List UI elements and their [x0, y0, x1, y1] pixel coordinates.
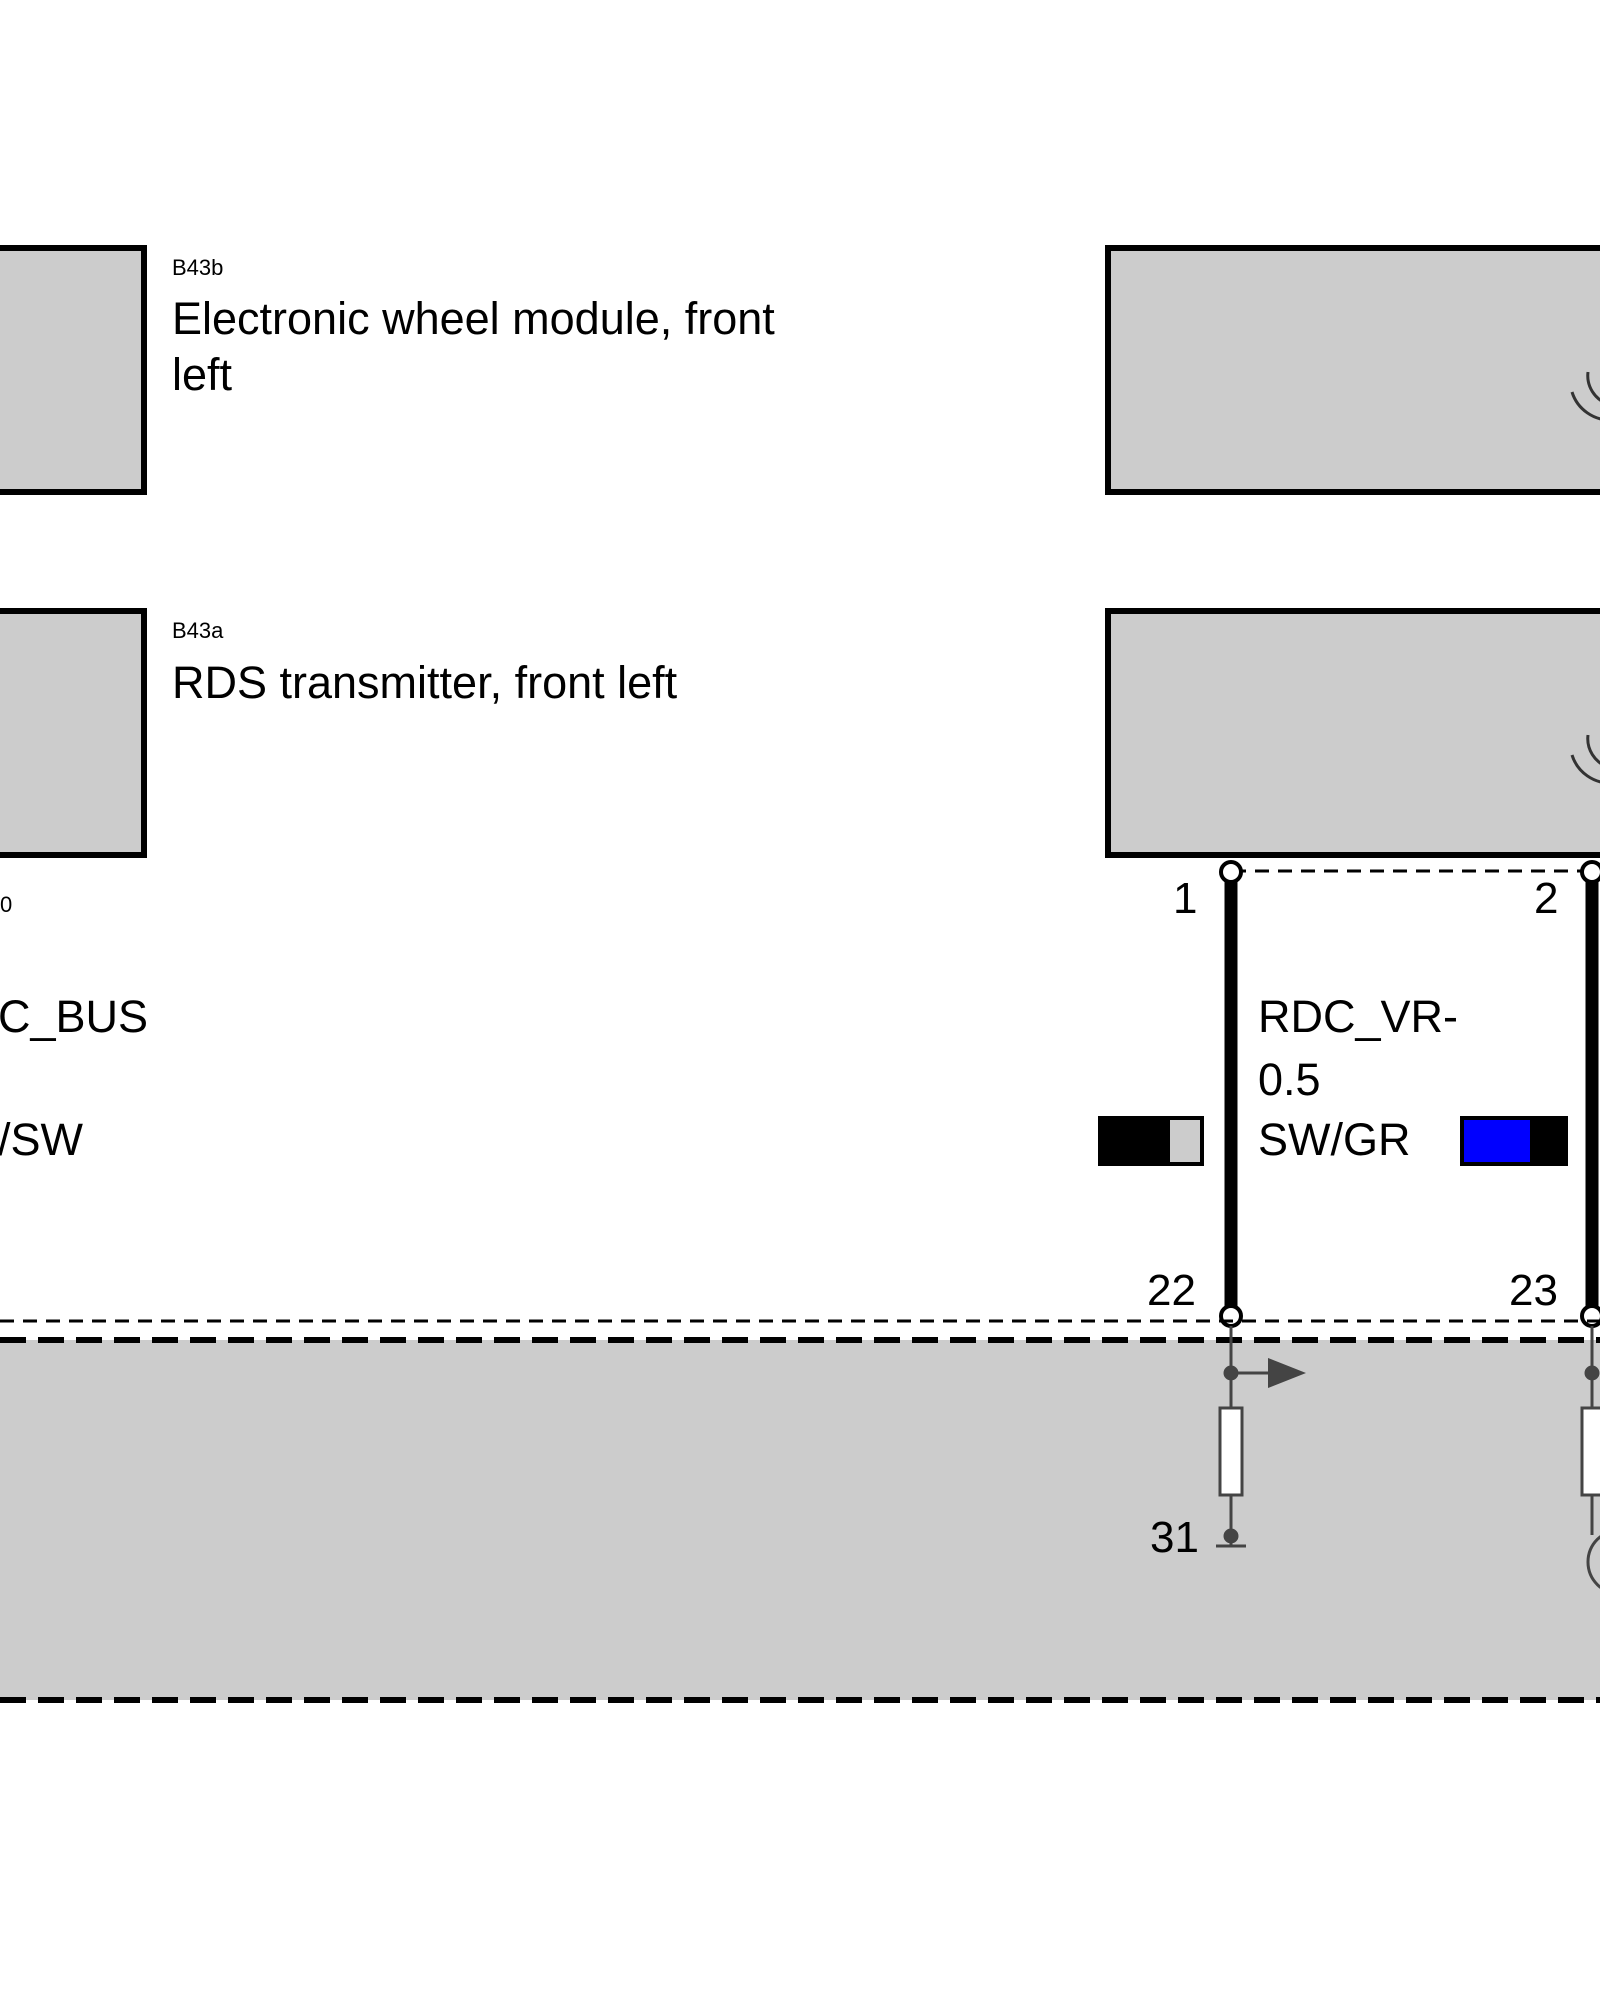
component-box-b43b [0, 245, 147, 495]
pin-terminal-22 [1219, 1304, 1243, 1328]
component-box-b43a [0, 608, 147, 858]
pin-label-23: 23 [1509, 1266, 1558, 1315]
component-box-right-bottom [1105, 608, 1600, 858]
component-name-b43b-line2: left [172, 349, 233, 400]
pin-label-22: 22 [1147, 1266, 1196, 1315]
component-name-b43b-line1: Electronic wheel module, front [172, 293, 775, 344]
component-code-b43a: B43a [172, 618, 224, 643]
left-color-fragment: /SW [0, 1114, 84, 1165]
wire-2-color: SW/GR [1258, 1114, 1411, 1165]
stripe-grey [1170, 1118, 1202, 1164]
stripe-black [1100, 1118, 1170, 1164]
pin-terminal-2 [1580, 860, 1600, 884]
circle-symbol-icon [1586, 1535, 1600, 1589]
control-unit-box [0, 1340, 1600, 1700]
antenna-arc-icon [1570, 371, 1600, 421]
stripe-black [1530, 1118, 1566, 1164]
left-signal-fragment: C_BUS [0, 991, 148, 1042]
pin-terminal-1 [1219, 860, 1243, 884]
component-box-right-top [1105, 245, 1600, 495]
wire-1-color-indicator [1098, 1116, 1204, 1166]
internal-circuit-23 [1584, 1326, 1600, 1535]
left-pin-fragment: 0 [0, 892, 12, 917]
internal-circuit-22 [1223, 1326, 1268, 1546]
arrow-right-icon [1268, 1358, 1306, 1388]
wire-2-signal: RDC_VR- [1258, 991, 1458, 1042]
component-name-b43a: RDS transmitter, front left [172, 657, 678, 708]
wire-2-cross-section: 0.5 [1258, 1054, 1321, 1105]
pin-label-1: 1 [1173, 874, 1197, 923]
component-code-b43b: B43b [172, 255, 223, 280]
stripe-blue [1462, 1118, 1530, 1164]
antenna-arc-icon [1570, 734, 1600, 784]
pin-terminal-23 [1580, 1304, 1600, 1328]
ground-label: 31 [1150, 1513, 1199, 1562]
resistor-icon [1218, 1406, 1244, 1497]
resistor-icon [1580, 1406, 1600, 1497]
wire-2-color-indicator [1460, 1116, 1568, 1166]
pin-label-2: 2 [1534, 874, 1558, 923]
